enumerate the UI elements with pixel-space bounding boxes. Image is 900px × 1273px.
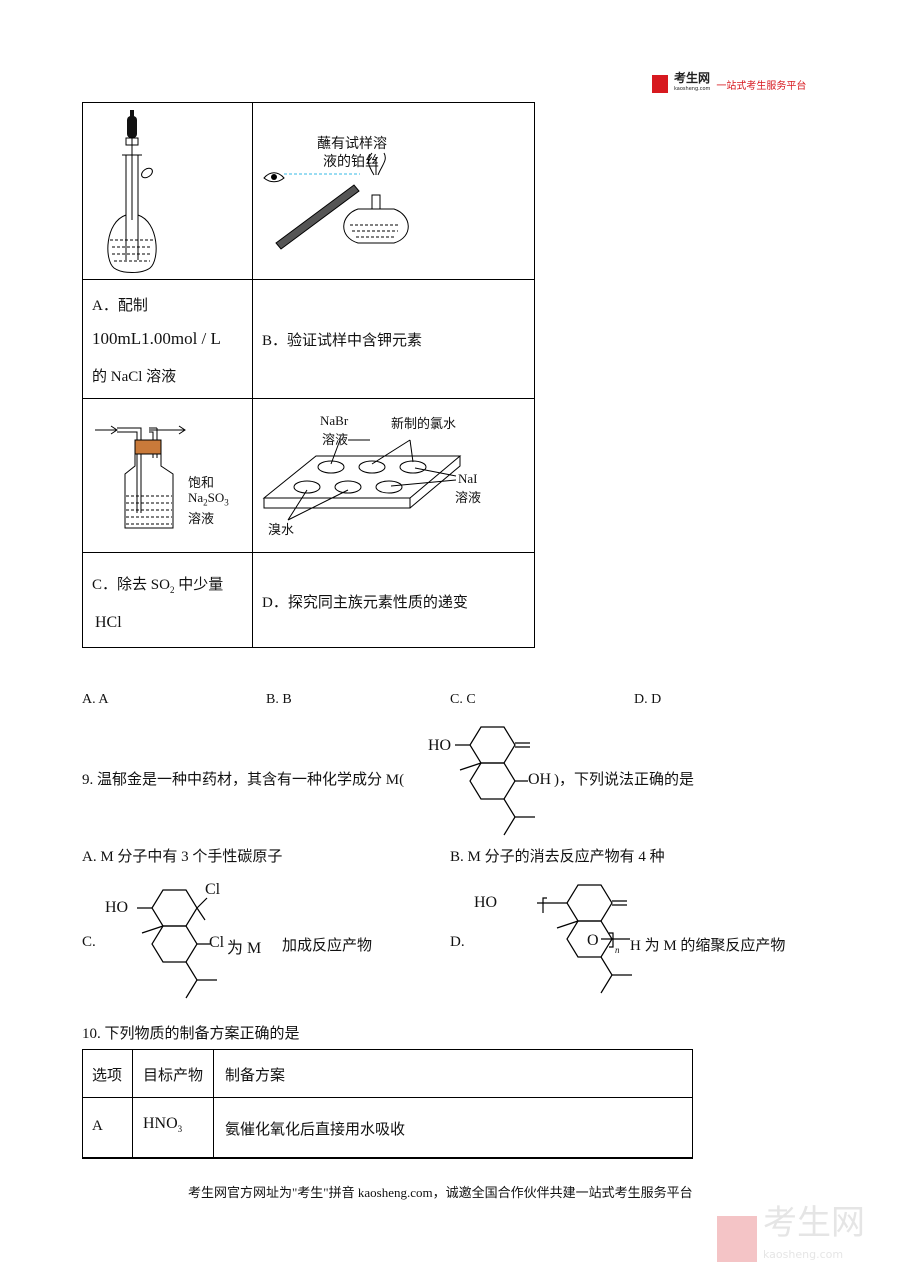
option-a-line1: A．配制 <box>92 298 148 314</box>
q8-option-d[interactable]: D. D <box>634 692 662 707</box>
option-d-text: D．探究同主族元素性质的递变 <box>262 595 468 611</box>
option-d-text: H 为 M 的缩聚反应产物 <box>630 938 786 954</box>
watermark-mark-icon <box>717 1216 757 1262</box>
q10-row-plan: 氨催化氧化后直接用水吸收 <box>225 1122 406 1138</box>
q10-header-plan: 制备方案 <box>225 1068 286 1084</box>
na2so3-label: Na2SO3 <box>188 490 229 508</box>
flame-test-image <box>263 152 409 250</box>
option-d-structure <box>537 884 632 994</box>
logo-name: 考生网 <box>674 71 711 85</box>
bromine-water-label: 溴水 <box>268 522 295 537</box>
q8-option-c[interactable]: C. C <box>450 692 476 707</box>
option-c-cl2: Cl <box>209 934 225 951</box>
gas-washing-bottle-image <box>95 425 186 529</box>
logo-slogan: 一站式考生服务平台 <box>716 80 807 92</box>
q9-option-b[interactable]: B. M 分子的消去反应产物有 4 种 <box>450 849 665 865</box>
q9-stem-prefix: 9. 温郁金是一种中药材，其含有一种化学成分 M( <box>82 772 405 788</box>
q9-option-d-label[interactable]: D. <box>450 934 465 950</box>
nabr-solution-label: 溶液 <box>322 432 349 447</box>
option-a-line2: 100mL1.00mol / L <box>92 329 221 348</box>
logo-domain: kaosheng.com <box>674 86 711 92</box>
watermark-domain: kaosheng.com <box>763 1248 844 1261</box>
volumetric-flask-image <box>107 110 157 273</box>
q10-header-product: 目标产物 <box>143 1068 204 1084</box>
option-d-ho-label: HO <box>474 894 498 911</box>
platinum-wire-label-line1: 蘸有试样溶 <box>317 137 387 152</box>
logo-mark-icon <box>652 75 668 93</box>
q10-stem: 10. 下列物质的制备方案正确的是 <box>82 1026 300 1042</box>
q9-option-a[interactable]: A. M 分子中有 3 个手性碳原子 <box>82 849 283 865</box>
option-c-ho-label: HO <box>105 899 129 916</box>
option-c-text2: 加成反应产物 <box>282 938 373 954</box>
q9-ho-label: HO <box>428 737 452 754</box>
watermark-logo: 考生网 kaosheng.com <box>717 1206 865 1271</box>
solution-label: 溶液 <box>188 511 215 526</box>
option-c-structure <box>137 889 217 999</box>
platinum-wire-label-line2: 液的铂丝 <box>323 155 379 170</box>
q8-option-a[interactable]: A. A <box>82 692 109 707</box>
q10-row-product: HNO3 <box>143 1115 183 1135</box>
option-c-text1: 为 M <box>227 940 262 957</box>
option-b-text: B．验证试样中含钾元素 <box>262 333 423 349</box>
q9-option-c-label[interactable]: C. <box>82 934 96 950</box>
option-c-line2: HCl <box>95 614 122 631</box>
nabr-label: NaBr <box>320 413 349 428</box>
watermark-name: 考生网 <box>763 1203 865 1243</box>
q9-oh-label: OH <box>528 771 552 788</box>
option-d-o-label: O <box>587 932 599 949</box>
option-c-cl1: Cl <box>205 881 221 898</box>
option-c-line1: C．除去 SO2 中少量 <box>92 577 224 595</box>
nai-label: NaI <box>458 471 478 486</box>
spot-plate-image <box>262 439 462 521</box>
option-a-line3: 的 NaCl 溶液 <box>92 369 177 385</box>
chlorine-water-label: 新制的氯水 <box>391 416 457 431</box>
q10-header-option: 选项 <box>92 1068 123 1084</box>
q8-option-b[interactable]: B. B <box>266 692 292 707</box>
q10-row-option: A <box>92 1118 103 1134</box>
q9-stem-suffix: )，下列说法正确的是 <box>554 772 694 788</box>
saturated-label: 饱和 <box>188 475 215 490</box>
footer-text: 考生网官方网址为"考生"拼音 kaosheng.com，诚邀全国合作伙伴共建一站… <box>188 1185 693 1200</box>
option-d-n-subscript: n <box>615 945 620 955</box>
nai-solution-label: 溶液 <box>455 490 482 505</box>
molecule-m-structure <box>455 726 535 836</box>
